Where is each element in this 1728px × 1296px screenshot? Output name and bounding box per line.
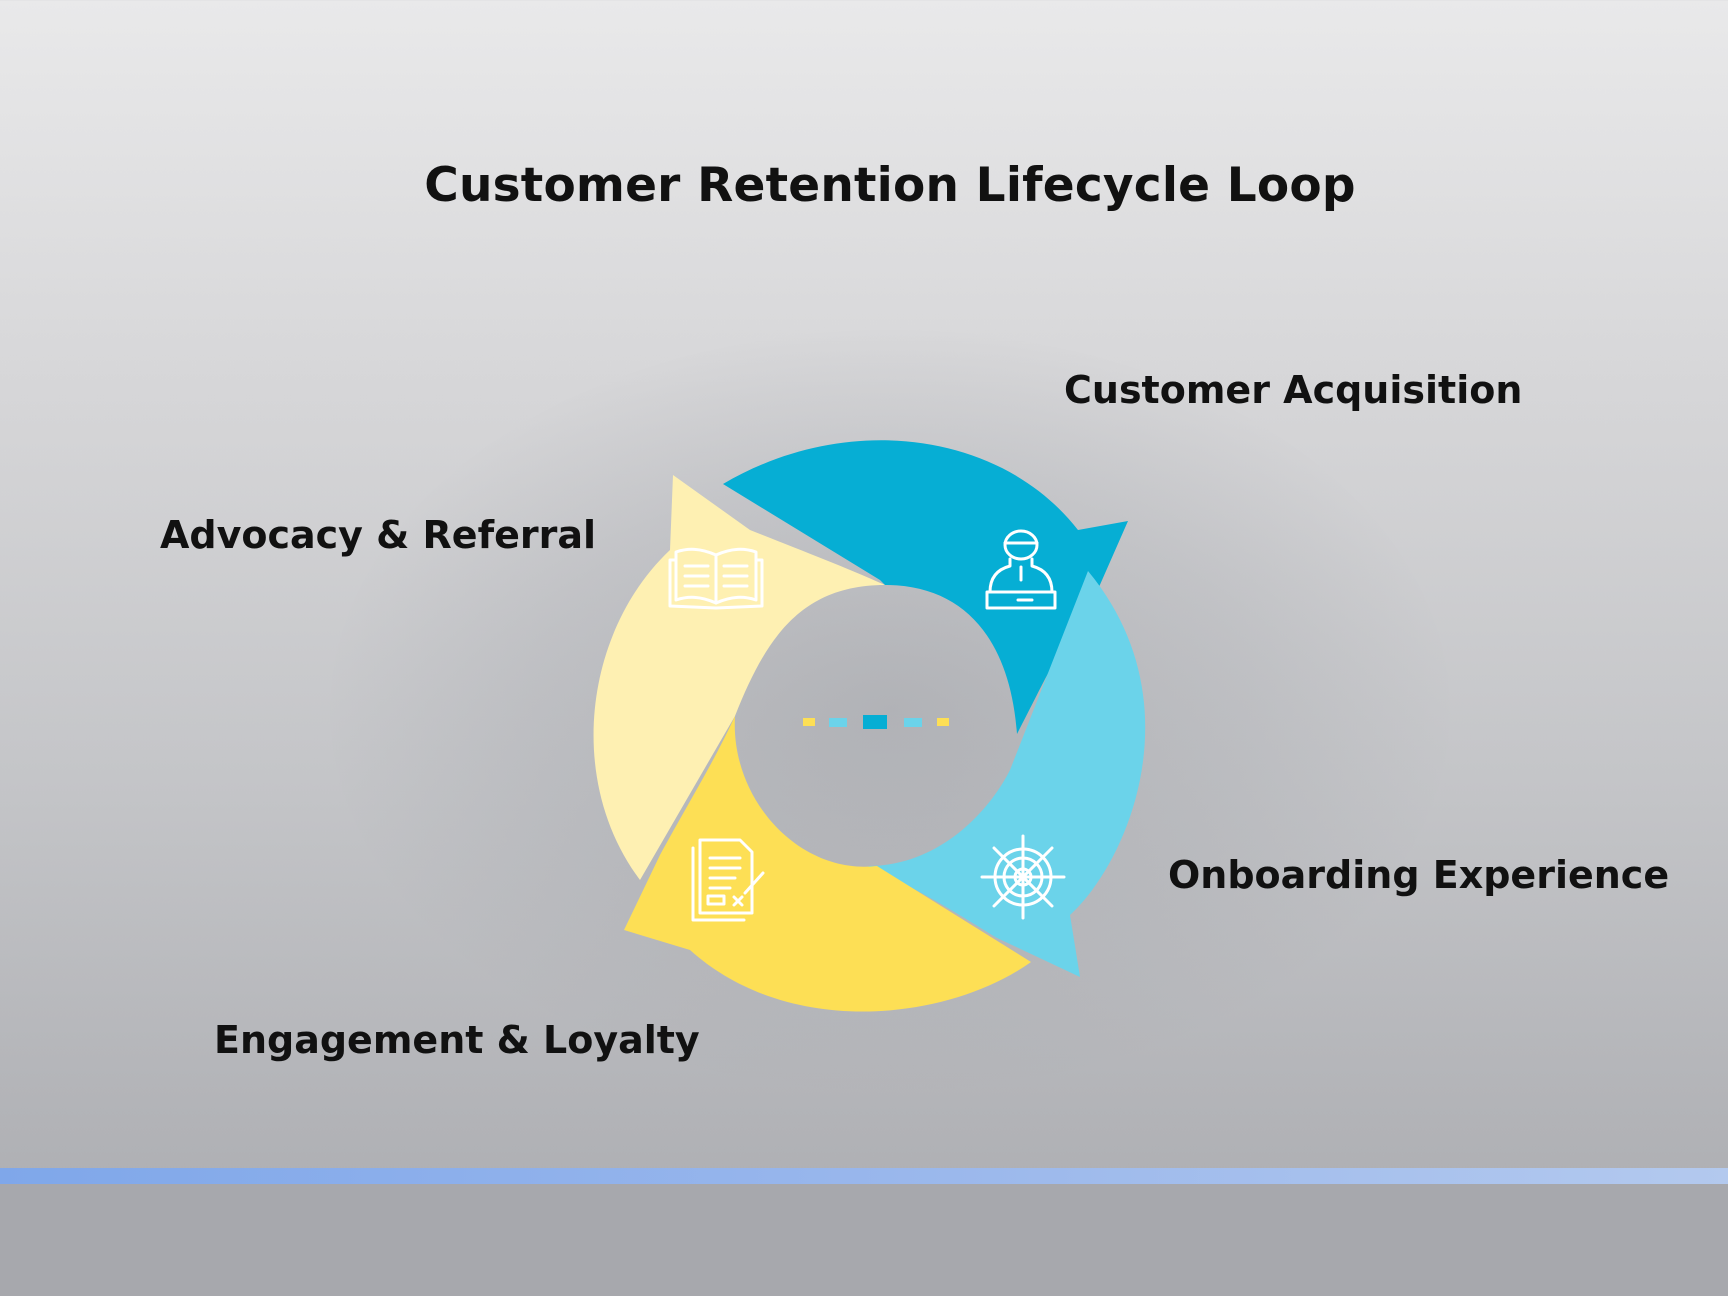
center-dot-4 [904, 718, 922, 727]
center-dot-1 [803, 718, 815, 726]
segment-engagement-loyalty [624, 716, 1031, 1012]
diagram-title: Customer Retention Lifecycle Loop [424, 158, 1356, 213]
stage-label-engagement-loyalty: Engagement & Loyalty [214, 1018, 700, 1062]
segment-advocacy-referral [593, 475, 885, 880]
center-dot-3 [863, 715, 887, 729]
stage-label-onboarding-experience: Onboarding Experience [1168, 853, 1670, 897]
center-dot-5 [937, 718, 949, 726]
stage-label-advocacy-referral: Advocacy & Referral [160, 513, 597, 557]
center-dots [803, 715, 949, 729]
segment-customer-acquisition [723, 440, 1128, 734]
customer-service-agent-icon [985, 529, 1057, 610]
contract-document-icon [691, 838, 765, 922]
stage-label-customer-acquisition: Customer Acquisition [1064, 368, 1523, 412]
bottom-accent-band [0, 1168, 1728, 1184]
open-book-icon [668, 547, 764, 610]
bottom-footer-area [0, 1184, 1728, 1296]
center-dot-2 [829, 718, 847, 727]
segment-onboarding-experience [868, 571, 1146, 977]
ship-wheel-icon [980, 834, 1066, 920]
